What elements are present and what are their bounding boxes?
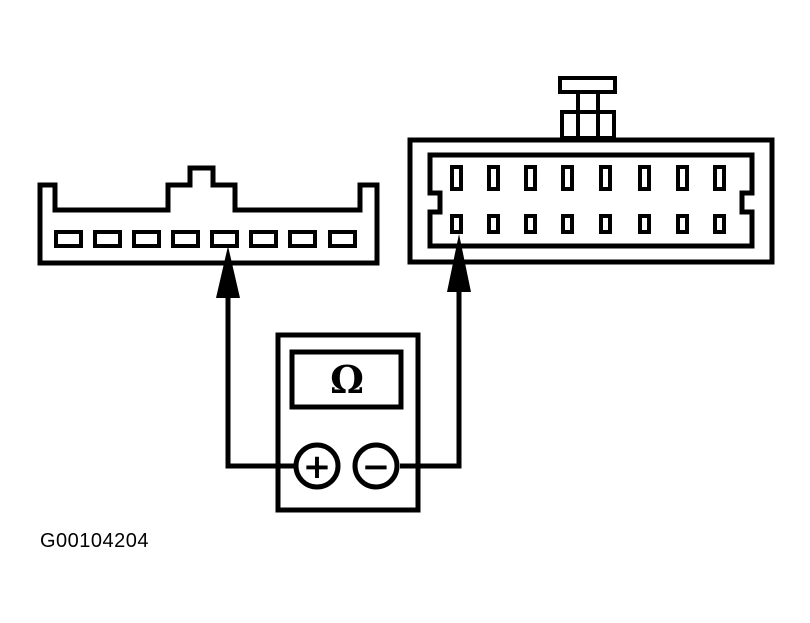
right-pin-top-1 [450, 165, 463, 191]
right-pin-bottom-3 [524, 214, 537, 234]
right-pin-top-8 [713, 165, 726, 191]
right-connector [407, 76, 775, 265]
right-pin-bottom-1 [450, 214, 463, 234]
left-pin-4 [171, 230, 200, 248]
left-pin-7 [288, 230, 317, 248]
negative-terminal: − [352, 442, 400, 490]
left-connector [37, 165, 380, 266]
left-pin-3 [132, 230, 161, 248]
left-connector-pins [54, 230, 357, 248]
right-pin-bottom-5 [599, 214, 612, 234]
right-pin-top-7 [676, 165, 689, 191]
negative-lead-arrow [447, 234, 471, 292]
right-pin-bottom-2 [487, 214, 500, 234]
right-pin-bottom-7 [676, 214, 689, 234]
right-pin-bottom-6 [638, 214, 651, 234]
right-connector-pins-bottom [450, 214, 726, 234]
right-pin-top-3 [524, 165, 537, 191]
right-pin-top-2 [487, 165, 500, 191]
positive-lead-arrow [216, 246, 240, 298]
negative-terminal-sign: − [362, 447, 391, 487]
right-pin-bottom-4 [561, 214, 574, 234]
right-connector-latch [558, 76, 617, 140]
right-pin-top-4 [561, 165, 574, 191]
positive-terminal-sign: + [303, 447, 332, 487]
left-pin-5 [210, 230, 239, 248]
negative-test-lead [400, 234, 471, 469]
left-pin-6 [249, 230, 278, 248]
positive-test-lead [216, 246, 295, 469]
right-pin-bottom-8 [713, 214, 726, 234]
left-pin-2 [93, 230, 122, 248]
ohm-symbol: Ω [330, 357, 364, 402]
left-pin-1 [54, 230, 83, 248]
right-pin-top-5 [599, 165, 612, 191]
right-connector-pins-top [450, 165, 726, 191]
figure-code: G00104204 [40, 530, 150, 552]
positive-terminal: + [293, 442, 341, 490]
ohmmeter: Ω + − [275, 332, 421, 513]
left-pin-8 [328, 230, 357, 248]
ohmmeter-display [289, 349, 404, 410]
right-pin-top-6 [638, 165, 651, 191]
